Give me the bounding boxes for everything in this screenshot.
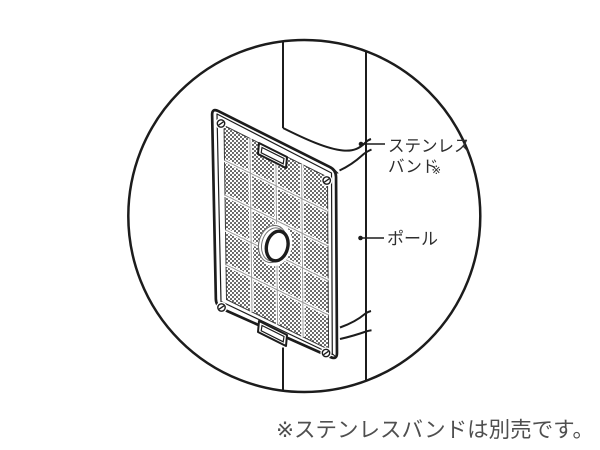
callout-stainless-band: ステンレス バンド ※: [358, 138, 471, 177]
footnote: ※ステンレスバンドは別売です。: [276, 418, 594, 442]
band-slot-bottom: [257, 320, 288, 347]
callout-pole: ポール: [358, 230, 438, 249]
stainless-band-upper: [282, 127, 372, 172]
stainless-band-label-line2: バンド: [388, 158, 438, 176]
screw-top-right: [320, 174, 334, 187]
plate-bevel-bottom-right: [331, 352, 337, 358]
band-slot-top: [257, 142, 288, 169]
center-knockout-hole: [257, 223, 293, 267]
plate-inner-edge: [216, 113, 333, 356]
plate-bevel-top-right: [332, 167, 339, 174]
stainless-band-lower: [339, 310, 372, 340]
pole: [282, 40, 367, 392]
mounting-plate: [210, 108, 339, 360]
screw-top-left: [214, 117, 228, 130]
stainless-band-label-line1: ステンレス: [388, 138, 471, 156]
screw-bottom-right: [319, 346, 333, 360]
stainless-band-ref-mark: ※: [432, 165, 442, 177]
screw-bottom-left: [215, 301, 228, 314]
pole-label: ポール: [387, 230, 438, 249]
